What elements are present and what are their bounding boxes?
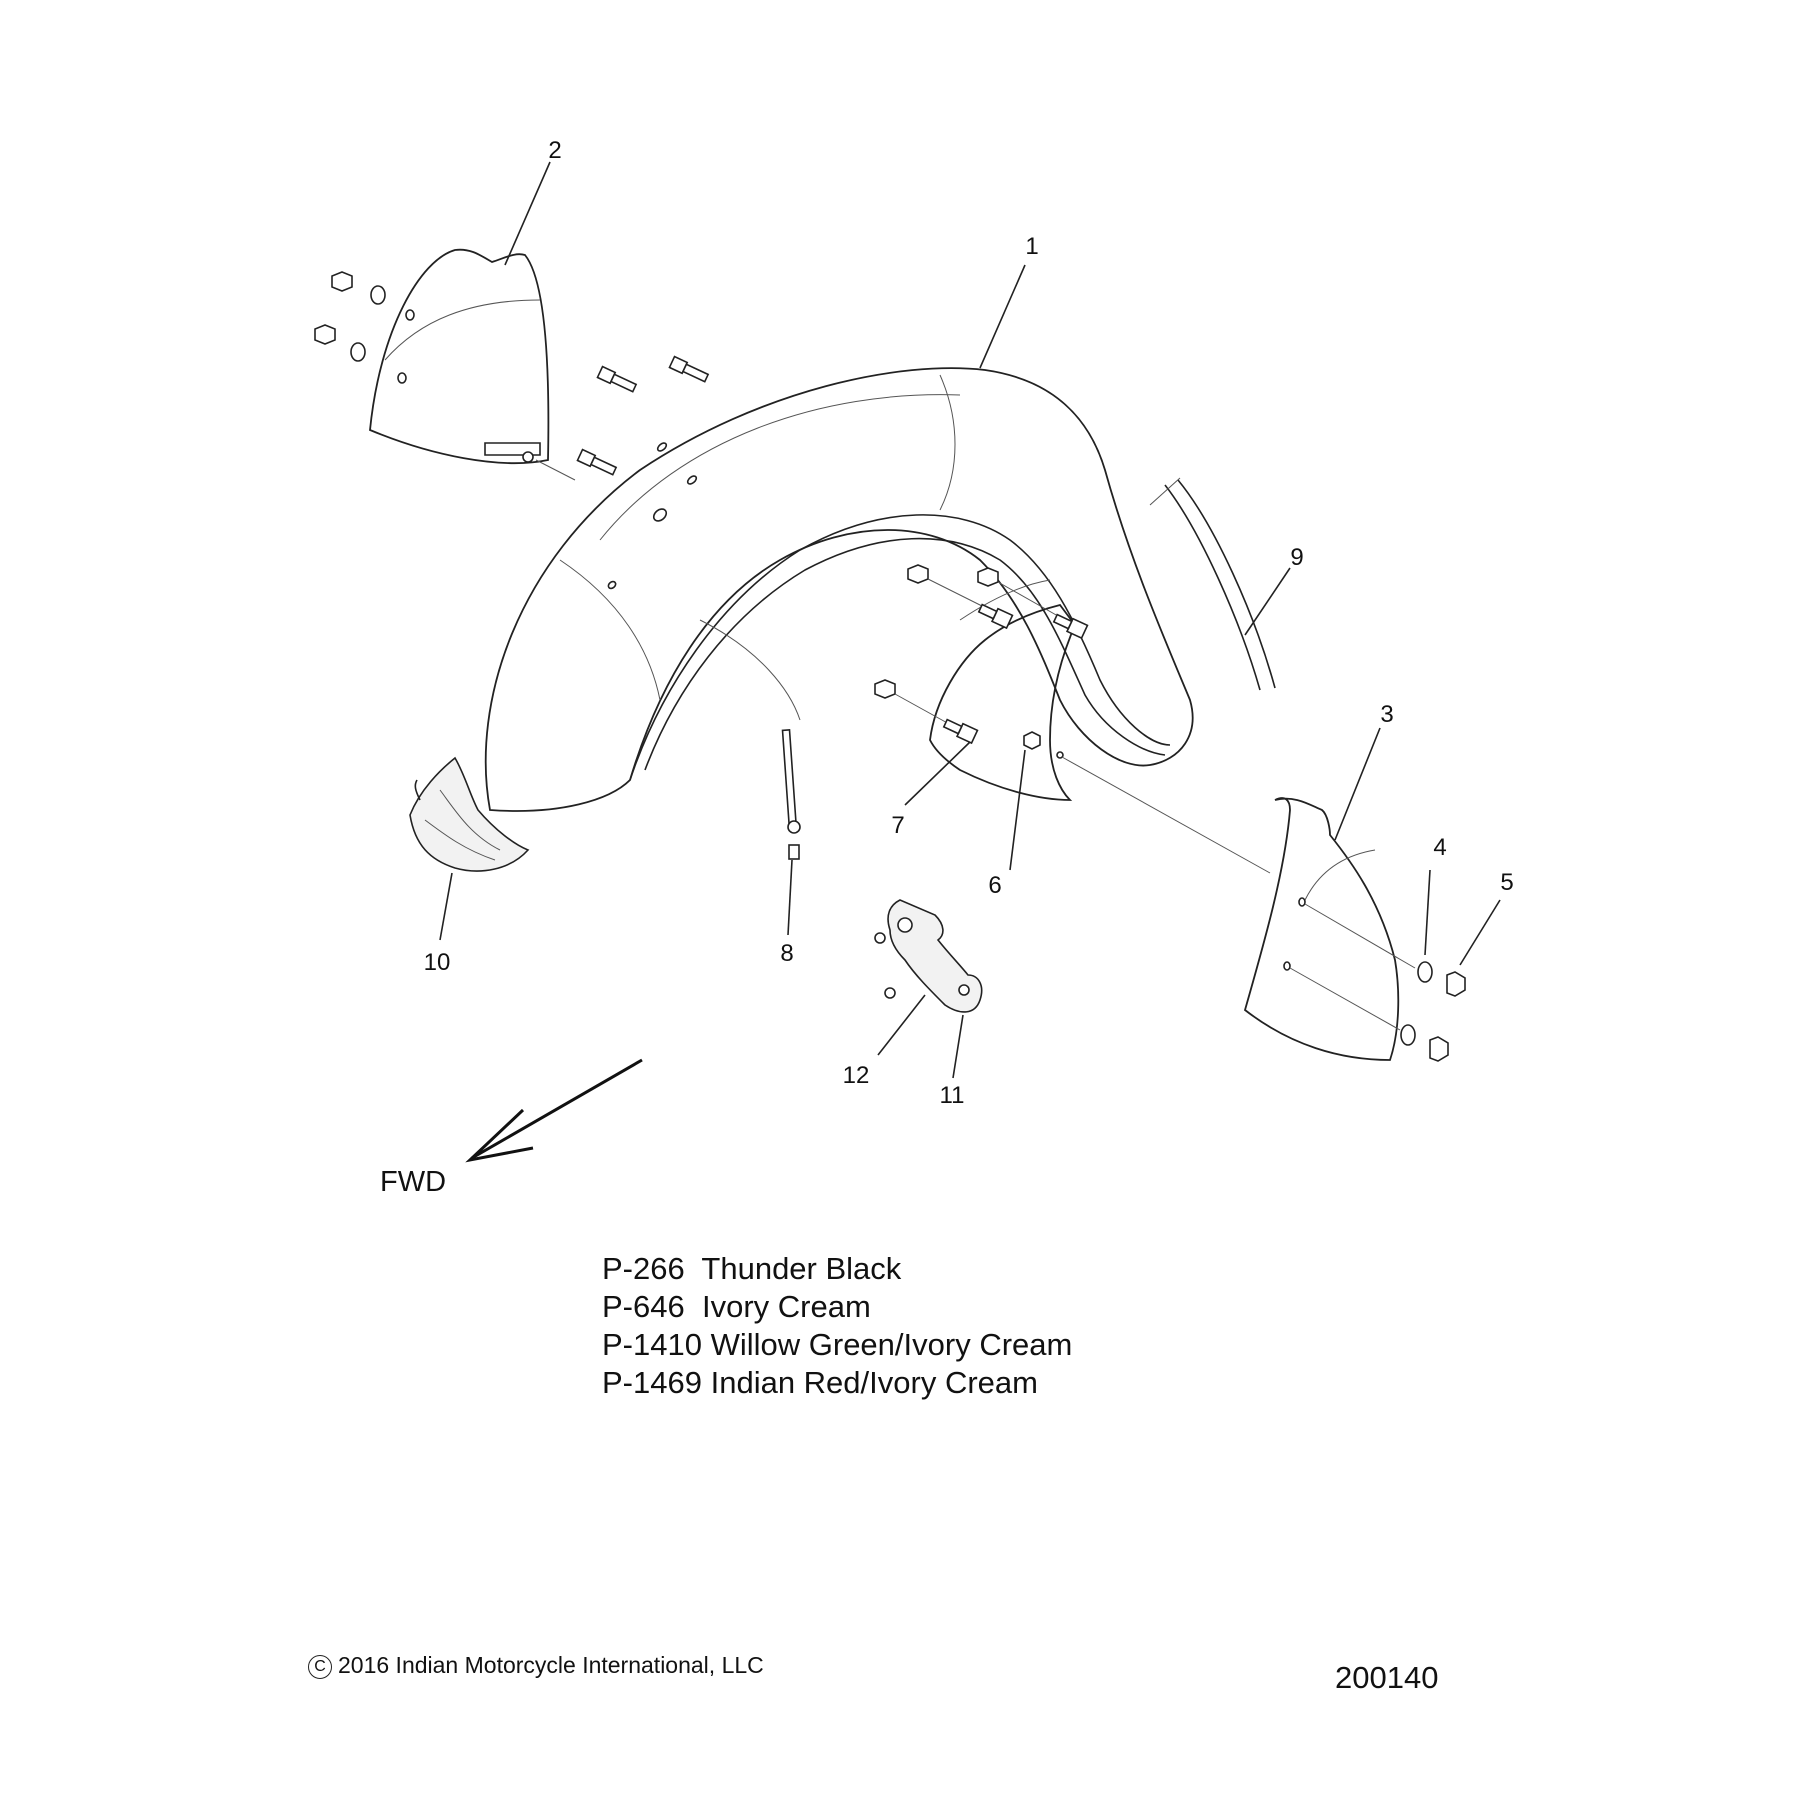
- trim-strip: [1149, 477, 1276, 691]
- lower-bracket: [874, 899, 983, 1013]
- leader-lines: [439, 161, 1501, 1079]
- callout-4: 4: [1433, 834, 1446, 861]
- callout-10: 10: [424, 949, 451, 976]
- callout-12: 12: [843, 1062, 870, 1089]
- copyright-symbol: C: [308, 1655, 332, 1679]
- paint-code-list: P-266 Thunder Black P-646 Ivory Cream P-…: [602, 1250, 1072, 1402]
- paint-code-item: P-1410 Willow Green/Ivory Cream: [602, 1327, 1073, 1362]
- fender-trim-right: [1243, 797, 1466, 1062]
- callout-11: 11: [940, 1082, 965, 1109]
- paint-code-item: P-646 Ivory Cream: [602, 1289, 871, 1324]
- callout-5: 5: [1500, 869, 1513, 896]
- paint-code-item: P-266 Thunder Black: [602, 1251, 902, 1286]
- callout-1: 1: [1025, 233, 1038, 260]
- callout-labels: 2 1 3 4 5 6 7 8 9 10 11 12: [424, 137, 1514, 1109]
- mounting-hardware: [874, 564, 1271, 874]
- callout-9: 9: [1290, 544, 1303, 571]
- fender-trim-left: [314, 248, 710, 481]
- retaining-tab: [781, 728, 801, 860]
- fwd-label: FWD: [380, 1166, 446, 1198]
- copyright-text: 2016 Indian Motorcycle International, LL…: [338, 1652, 764, 1678]
- callout-7: 7: [891, 812, 904, 839]
- callout-2: 2: [548, 137, 561, 164]
- front-fender: [484, 367, 1194, 812]
- figure-number: 200140: [1335, 1660, 1439, 1695]
- callout-6: 6: [988, 872, 1001, 899]
- paint-code-item: P-1469 Indian Red/Ivory Cream: [602, 1365, 1038, 1400]
- callout-8: 8: [780, 940, 793, 967]
- callout-3: 3: [1380, 701, 1393, 728]
- fender-tip: [409, 756, 530, 872]
- forward-direction-arrow: FWD: [380, 1058, 643, 1198]
